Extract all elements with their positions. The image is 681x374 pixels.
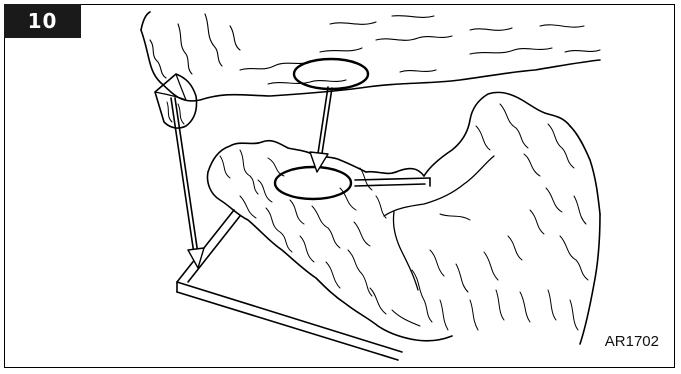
- figure-code-label: AR1702: [605, 333, 659, 350]
- lower-log-icon: [208, 92, 601, 344]
- upper-log-icon: [141, 12, 600, 101]
- step-number-badge: 10: [4, 4, 81, 38]
- arrow-down-icon: [310, 87, 332, 172]
- arrow-down-icon: [171, 98, 204, 268]
